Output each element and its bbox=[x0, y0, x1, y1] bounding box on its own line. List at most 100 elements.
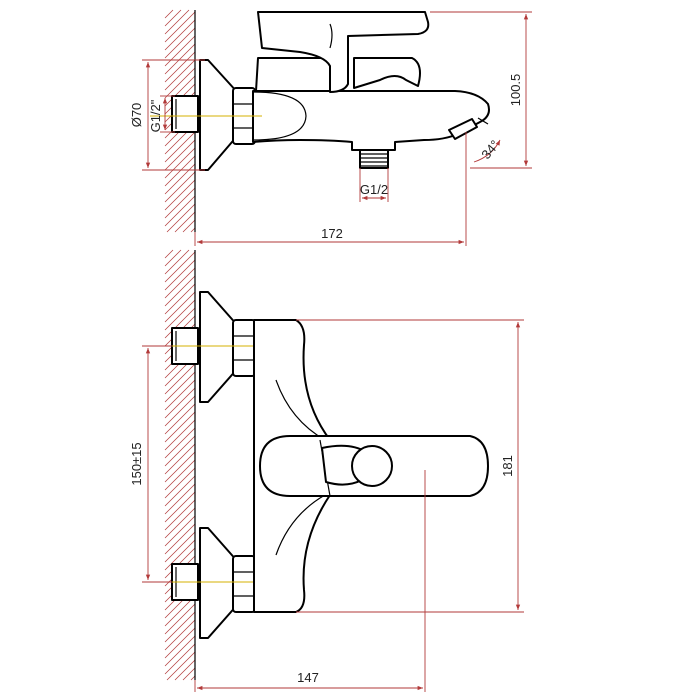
height-label-front: 181 bbox=[500, 455, 515, 477]
hatch-line bbox=[164, 275, 196, 307]
projection-dimension: 147 bbox=[194, 470, 426, 692]
height-dimension-front: 181 bbox=[296, 319, 524, 613]
hatch-line bbox=[164, 491, 196, 523]
aerator-side bbox=[448, 118, 478, 140]
hatch-line bbox=[164, 307, 196, 339]
hatch-line bbox=[164, 249, 190, 275]
hatch-line bbox=[164, 11, 196, 43]
hatch-line bbox=[164, 611, 196, 643]
hatch-line bbox=[164, 635, 196, 667]
depth-dimension: 172 bbox=[194, 168, 467, 246]
cartridge-housing-side bbox=[255, 57, 339, 92]
hatch-line bbox=[164, 51, 196, 83]
body-inner-curve bbox=[252, 91, 307, 141]
hatch-line bbox=[164, 467, 196, 499]
hatch-line bbox=[164, 249, 182, 267]
hatch-line bbox=[164, 259, 196, 291]
hatch-line bbox=[182, 667, 196, 681]
hatch-line bbox=[164, 531, 196, 563]
hatch-line bbox=[164, 443, 196, 475]
hatch-line bbox=[164, 619, 196, 651]
hatch-line bbox=[164, 403, 196, 435]
hatch-line bbox=[164, 371, 196, 403]
wall-hatching bbox=[164, 249, 196, 681]
hatch-line bbox=[182, 219, 196, 233]
hatch-line bbox=[164, 35, 196, 67]
hatch-line bbox=[174, 211, 196, 233]
hatch-line bbox=[164, 411, 196, 443]
hatch-line bbox=[164, 19, 196, 51]
hatch-line bbox=[164, 27, 196, 59]
hatch-line bbox=[164, 9, 174, 19]
flange-diameter-dimension: Ø70 bbox=[129, 59, 205, 171]
hatch-line bbox=[174, 659, 196, 681]
depth-label: 172 bbox=[321, 226, 343, 241]
hatch-line bbox=[164, 643, 196, 675]
hatch-line bbox=[164, 427, 196, 459]
hatch-line bbox=[164, 155, 196, 187]
hatch-line bbox=[164, 75, 196, 107]
shower-outlet-thread bbox=[359, 149, 389, 169]
inlet-spacing-label: 150±15 bbox=[129, 442, 144, 485]
hatch-line bbox=[164, 163, 196, 195]
hatch-line bbox=[166, 203, 196, 233]
upper-inlet bbox=[150, 291, 262, 403]
hatch-line bbox=[164, 9, 182, 27]
outlet-thread-dimension: G1/2 bbox=[359, 168, 389, 202]
hatch-line bbox=[164, 507, 196, 539]
hatch-line bbox=[164, 131, 196, 163]
angle-arc bbox=[473, 139, 501, 163]
hatch-line bbox=[164, 363, 196, 395]
hatch-line bbox=[164, 147, 196, 179]
hatch-line bbox=[164, 627, 196, 659]
hatch-line bbox=[164, 179, 196, 211]
flange-diameter-label: Ø70 bbox=[129, 103, 144, 128]
cartridge-cap bbox=[351, 445, 393, 487]
hatch-line bbox=[164, 195, 196, 227]
height-label-side: 100.5 bbox=[508, 74, 523, 107]
hatch-line bbox=[164, 299, 196, 331]
height-dimension-side: 100.5 bbox=[430, 11, 532, 169]
hatch-line bbox=[164, 499, 196, 531]
body-curve-lower bbox=[275, 494, 326, 556]
hatch-line bbox=[164, 291, 196, 323]
hex-nut-lower bbox=[232, 555, 256, 613]
projection-label: 147 bbox=[297, 670, 319, 685]
lever-detail bbox=[329, 23, 333, 49]
hatch-line bbox=[164, 395, 196, 427]
hatch-line bbox=[164, 59, 196, 91]
hatch-line bbox=[164, 139, 196, 171]
hatch-line bbox=[166, 651, 196, 681]
lever-body bbox=[257, 11, 430, 93]
wall-section-bottom bbox=[164, 249, 196, 681]
hatch-line bbox=[164, 267, 196, 299]
hatch-line bbox=[164, 475, 196, 507]
hatch-line bbox=[164, 435, 196, 467]
hatch-line bbox=[164, 43, 196, 75]
hatch-line bbox=[164, 67, 196, 99]
hatch-line bbox=[190, 227, 196, 233]
hatch-line bbox=[164, 379, 196, 411]
side-view: Ø70 G1/2" 100.5 34° G1/2 bbox=[129, 9, 532, 246]
outlet-thread-label: G1/2 bbox=[360, 182, 388, 197]
outlet-thread-lines bbox=[360, 153, 388, 167]
hatch-line bbox=[164, 251, 196, 283]
hex-nut-upper bbox=[232, 319, 256, 377]
hatch-line bbox=[164, 451, 196, 483]
spout-angle-dimension: 34° bbox=[465, 132, 502, 168]
inlet-pipe-side bbox=[171, 95, 199, 133]
faucet-body-side bbox=[252, 90, 490, 151]
hatch-line bbox=[164, 539, 196, 571]
inlet-spacing-dimension: 150±15 bbox=[129, 345, 172, 583]
hatch-line bbox=[164, 459, 196, 491]
inlet-thread-dimension: G1/2" bbox=[148, 95, 175, 133]
hatch-line bbox=[164, 9, 190, 35]
hatch-line bbox=[164, 419, 196, 451]
inlet-thread-label: G1/2" bbox=[148, 99, 163, 132]
hatch-line bbox=[164, 483, 196, 515]
hatch-line bbox=[190, 675, 196, 681]
hatch-line bbox=[164, 249, 174, 259]
hatch-line bbox=[164, 187, 196, 219]
hatch-line bbox=[164, 283, 196, 315]
